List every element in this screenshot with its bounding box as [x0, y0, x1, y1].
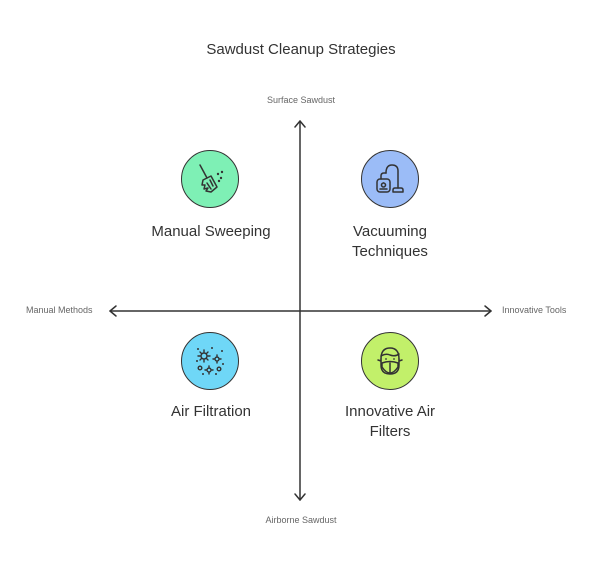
dust-icon-circle — [181, 332, 239, 390]
axis-label-bottom: Airborne Sawdust — [265, 515, 337, 525]
axis-label-right: Innovative Tools — [502, 305, 567, 315]
arrow-up — [294, 120, 306, 128]
diagram-title: Sawdust Cleanup Strategies — [206, 41, 396, 58]
vacuum-icon-circle — [361, 150, 419, 208]
quadrant-label-vacuuming-techniques: Vacuuming Techniques — [352, 223, 428, 260]
quadrant-label-manual-sweeping: Manual Sweeping — [151, 223, 271, 240]
face-mask-icon — [377, 347, 403, 375]
vacuum-cleaner-icon — [376, 164, 404, 193]
arrow-left — [109, 305, 117, 317]
broom-icon-circle — [181, 150, 239, 208]
dust-particles-icon — [196, 347, 224, 375]
arrow-right — [484, 305, 492, 317]
axis-label-top: Surface Sawdust — [266, 95, 336, 105]
quadrant-label-innovative-air-filters: Innovative Air Filters — [344, 403, 436, 440]
axis-label-left: Manual Methods — [26, 305, 93, 315]
broom-icon — [199, 164, 224, 193]
arrow-down — [294, 493, 306, 501]
quadrant-label-air-filtration: Air Filtration — [170, 403, 252, 420]
mask-icon-circle — [361, 332, 419, 390]
